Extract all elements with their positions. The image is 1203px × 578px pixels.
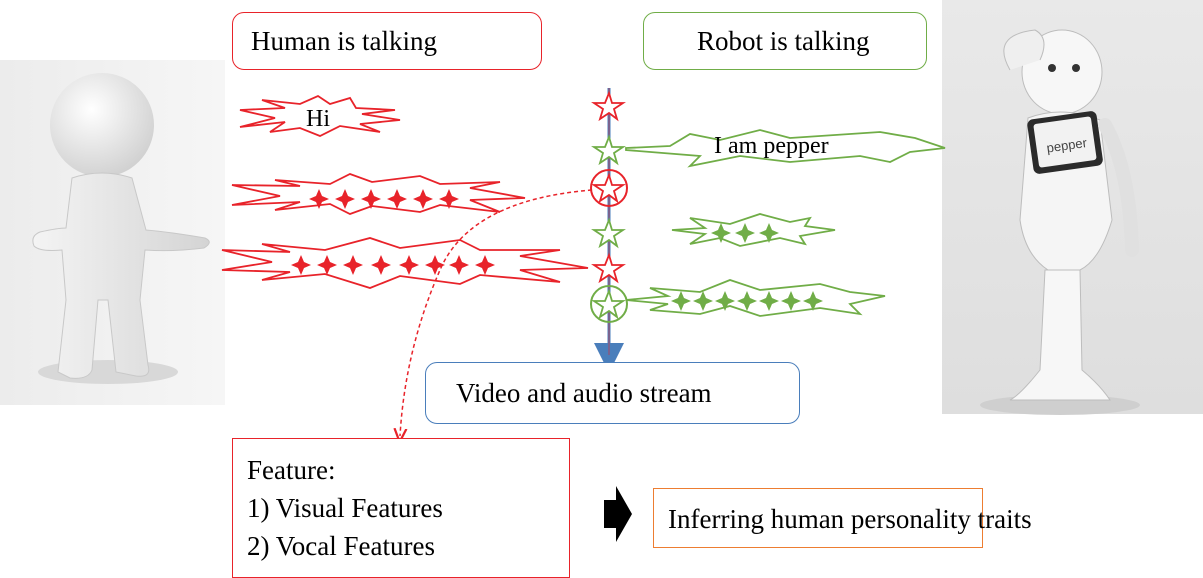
- human-talking-label-box: Human is talking: [232, 12, 542, 70]
- human-turn-star: [591, 252, 626, 284]
- feature-item-vocal: 2) Vocal Features: [247, 531, 435, 561]
- human-speech-sparkles-3: [291, 255, 495, 275]
- robot-speech-sparkles-3: [671, 291, 823, 311]
- inference-arrow: [604, 486, 632, 542]
- robot-turn-star: [591, 217, 626, 249]
- human-speech-burst-2: [231, 173, 526, 215]
- stream-label-box: Video and audio stream: [425, 362, 800, 424]
- robot-speech-text: I am pepper: [714, 133, 829, 159]
- robot-talking-label: Robot is talking: [697, 26, 870, 56]
- human-talking-label: Human is talking: [251, 26, 437, 56]
- robot-screen-text: pepper: [1046, 135, 1089, 156]
- feature-box: Feature: 1) Visual Features 2) Vocal Fea…: [232, 438, 570, 578]
- robot-speech-burst-2: [671, 213, 836, 247]
- human-turn-star: [591, 90, 626, 122]
- feature-item-visual: 1) Visual Features: [247, 493, 443, 523]
- human-speech-text: Hi: [306, 106, 330, 132]
- robot-speech-sparkles-2: [711, 223, 779, 243]
- human-speech-sparkles-2: [309, 189, 459, 209]
- robot-turn-star: [591, 134, 626, 166]
- stream-label: Video and audio stream: [456, 378, 712, 408]
- human-figure-image: [0, 60, 225, 405]
- robot-speech-burst-pepper: [625, 129, 946, 168]
- robot-turn-star-highlighted: [590, 285, 628, 323]
- robot-talking-label-box: Robot is talking: [643, 12, 927, 70]
- human-turn-star-highlighted: [590, 169, 628, 207]
- inference-label-box: Inferring human personality traits: [653, 488, 1032, 548]
- human-speech-burst-hi: [239, 94, 401, 137]
- diagram-canvas: pepper: [0, 0, 1203, 542]
- robot-speech-burst-3: [625, 279, 886, 317]
- inference-label: Inferring human personality traits: [668, 504, 1032, 534]
- pepper-robot-image: pepper: [942, 0, 1203, 415]
- feature-title: Feature:: [247, 455, 336, 485]
